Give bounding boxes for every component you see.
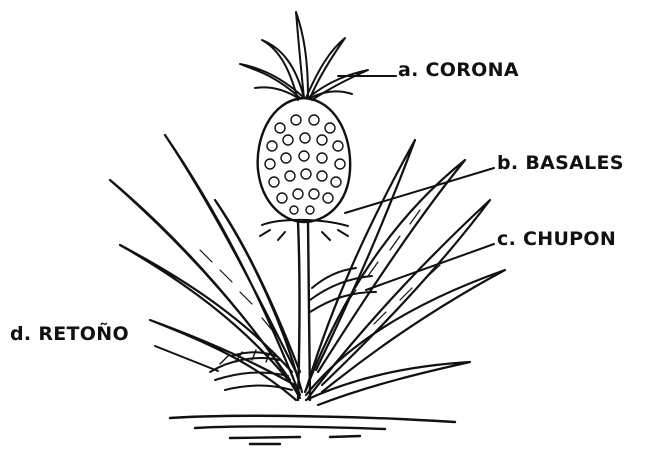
- leader-basales: [345, 168, 494, 213]
- stem: [298, 222, 310, 400]
- label-chupon: c. CHUPON: [497, 228, 616, 250]
- label-corona: a. CORONA: [398, 59, 519, 81]
- leader-chupon: [366, 244, 494, 290]
- leader-retono: [155, 346, 218, 371]
- leader-lines: [155, 76, 494, 371]
- pineapple-fruit: [258, 98, 351, 222]
- label-basales: b. BASALES: [497, 152, 624, 174]
- ground: [170, 416, 455, 444]
- pineapple-crown: [240, 12, 368, 100]
- label-retono: d. RETOÑO: [10, 323, 129, 345]
